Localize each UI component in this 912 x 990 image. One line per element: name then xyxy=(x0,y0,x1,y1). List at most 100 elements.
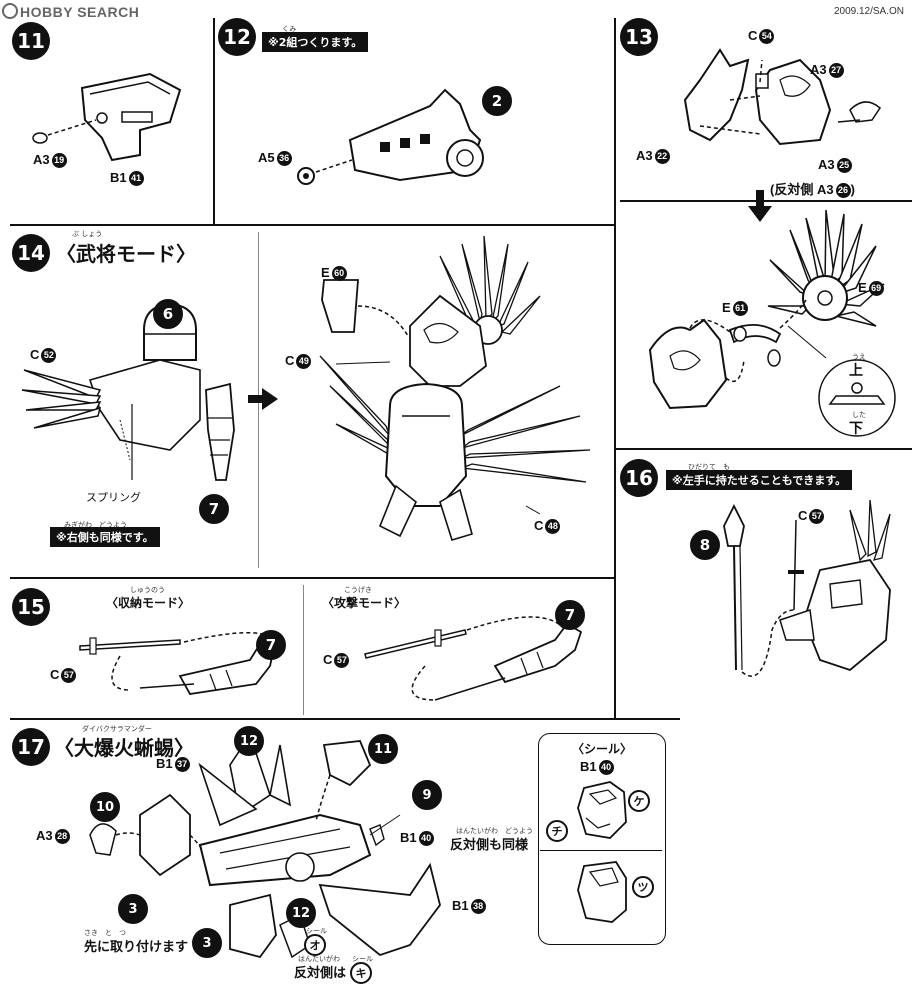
note-ruby: ひだりて も xyxy=(688,463,730,471)
attach-ruby: さき と つ xyxy=(84,929,126,937)
step15-storage-illustration xyxy=(79,631,277,695)
step-number: 15 xyxy=(12,588,50,626)
sub-assembly-11-badge: 11 xyxy=(368,734,398,764)
down-arrow-icon xyxy=(748,190,772,222)
title-ruby: こうげき xyxy=(344,586,372,594)
step12-illustration xyxy=(297,88,484,185)
note-ruby: みぎがわ どうよう xyxy=(64,521,127,529)
direction-bottom-label: 下 xyxy=(849,420,863,436)
sub-assembly-8-badge: 8 xyxy=(690,530,720,560)
bottom-ruby: した xyxy=(852,411,866,419)
seal-chi-badge: チ xyxy=(546,820,568,842)
divider xyxy=(614,18,616,225)
seal-ki-badge: キ xyxy=(350,962,372,984)
sub-assembly-7-badge: 7 xyxy=(199,494,229,524)
right-arrow-icon xyxy=(248,388,278,410)
sub-assembly-9-badge: 9 xyxy=(412,780,442,810)
opp-ruby: はんたいがわ xyxy=(298,955,340,963)
divider xyxy=(620,200,912,202)
seal-tsu-badge: ツ xyxy=(632,876,654,898)
attack-mode-title: 〈攻撃モード〉 xyxy=(322,596,407,610)
seal-o-badge: オ xyxy=(304,934,326,956)
step17-illustration xyxy=(89,733,441,959)
doc-code: 2009.12/SA.ON xyxy=(833,6,904,17)
step13-illustration-top xyxy=(683,48,881,146)
seal-box-divider xyxy=(540,850,662,851)
step13-illustration-bottom xyxy=(648,209,896,437)
part-label-spring: スプリング xyxy=(86,492,141,504)
sub-assembly-12-badge: 12 xyxy=(286,898,316,928)
sub-assembly-3-badge: 3 xyxy=(118,894,148,924)
sub-assembly-10-badge: 10 xyxy=(90,792,120,822)
top-ruby: うえ xyxy=(852,353,866,361)
divider xyxy=(614,200,616,720)
step14-title: 〈武将モード〉 xyxy=(56,242,196,266)
sub-assembly-7-badge: 7 xyxy=(256,630,286,660)
seal-o-ruby: シール xyxy=(306,927,327,935)
seal-ki-ruby: シール xyxy=(352,955,373,963)
divider xyxy=(614,448,912,450)
sub-assembly-7-badge: 7 xyxy=(555,600,585,630)
seal-box-title: 〈シール〉 xyxy=(572,742,633,756)
note-ruby: くみ xyxy=(282,25,297,33)
step16-note: ※左手に持たせることもできます。 xyxy=(666,470,853,490)
divider xyxy=(303,585,304,715)
step14-left-illustration xyxy=(21,302,235,481)
step17-title: 〈大爆火蜥蜴〉 xyxy=(54,736,194,760)
step-number: 16 xyxy=(620,459,658,497)
opposite-same-label: 反対側も同様 xyxy=(450,837,529,852)
sub-assembly-2-badge: 2 xyxy=(482,86,512,116)
attach-first-label: 先に取り付けます xyxy=(84,939,189,954)
seal-box xyxy=(538,733,666,945)
step14-note: ※右側も同様です。 xyxy=(50,527,160,547)
same-ruby: はんたいがわ どうよう xyxy=(456,827,533,835)
divider xyxy=(213,18,215,224)
logo-icon xyxy=(2,3,18,19)
opposite-is-label: 反対側は xyxy=(294,965,347,980)
step-number: 13 xyxy=(620,18,658,56)
title-ruby: ダイバクサラマンダー xyxy=(82,725,152,733)
step-number: 12 xyxy=(218,18,256,56)
step-number: 14 xyxy=(12,234,50,272)
step14-right-illustration xyxy=(319,235,591,541)
divider xyxy=(10,224,616,226)
divider xyxy=(10,577,614,579)
divider xyxy=(10,718,680,720)
step16-illustration xyxy=(723,499,891,677)
sub-assembly-3-badge: 3 xyxy=(192,928,222,958)
sub-assembly-6-badge: 6 xyxy=(153,299,183,329)
title-ruby: しゅうのう xyxy=(130,586,165,594)
seal-ke-badge: ケ xyxy=(628,790,650,812)
step12-note: ※2組つくります。 xyxy=(262,32,369,52)
step-number: 17 xyxy=(12,728,50,766)
sub-assembly-12-badge: 12 xyxy=(234,726,264,756)
seal-part-upper xyxy=(577,781,627,839)
step-number: 11 xyxy=(12,22,50,60)
direction-top-label: 上 xyxy=(849,362,863,378)
step15-attack-illustration xyxy=(364,616,583,701)
storage-mode-title: 〈収納モード〉 xyxy=(106,596,191,610)
title-ruby: ぶ しょう xyxy=(72,230,103,238)
